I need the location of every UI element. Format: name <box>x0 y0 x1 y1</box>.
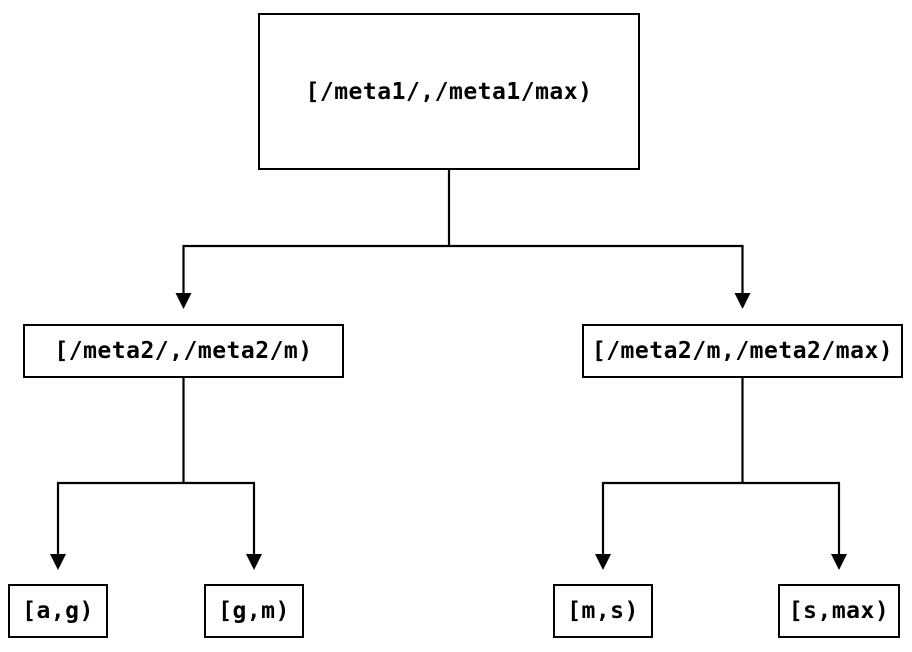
arrow-down-icon <box>50 554 66 570</box>
node-right-mid: [/meta2/m,/meta2/max) <box>582 324 903 378</box>
node-root-label: [/meta1/,/meta1/max) <box>305 78 593 105</box>
node-leaf-ag-label: [a,g) <box>22 598 94 624</box>
node-left-mid-label: [/meta2/,/meta2/m) <box>54 338 313 364</box>
node-left-mid: [/meta2/,/meta2/m) <box>23 324 344 378</box>
edge-right-leaf-smax <box>742 481 841 554</box>
node-leaf-smax: [s,max) <box>778 584 900 638</box>
arrow-down-icon <box>831 554 847 570</box>
edge-root-left <box>182 244 449 293</box>
arrow-down-icon <box>175 293 192 309</box>
node-root: [/meta1/,/meta1/max) <box>258 13 640 170</box>
node-leaf-smax-label: [s,max) <box>788 598 890 624</box>
edge-root-right <box>449 244 744 293</box>
arrow-down-icon <box>246 554 262 570</box>
node-right-mid-label: [/meta2/m,/meta2/max) <box>591 338 894 364</box>
edge-left-leaf-ag <box>56 481 184 554</box>
node-leaf-ms: [m,s) <box>553 584 653 638</box>
node-leaf-gm: [g,m) <box>204 584 304 638</box>
edge-right-leaf-ms <box>601 481 743 554</box>
node-leaf-ag: [a,g) <box>8 584 108 638</box>
arrow-down-icon <box>595 554 611 570</box>
node-leaf-gm-label: [g,m) <box>218 598 290 624</box>
arrow-down-icon <box>734 293 751 309</box>
node-leaf-ms-label: [m,s) <box>567 598 639 624</box>
edge-left-leaf-gm <box>183 481 256 554</box>
